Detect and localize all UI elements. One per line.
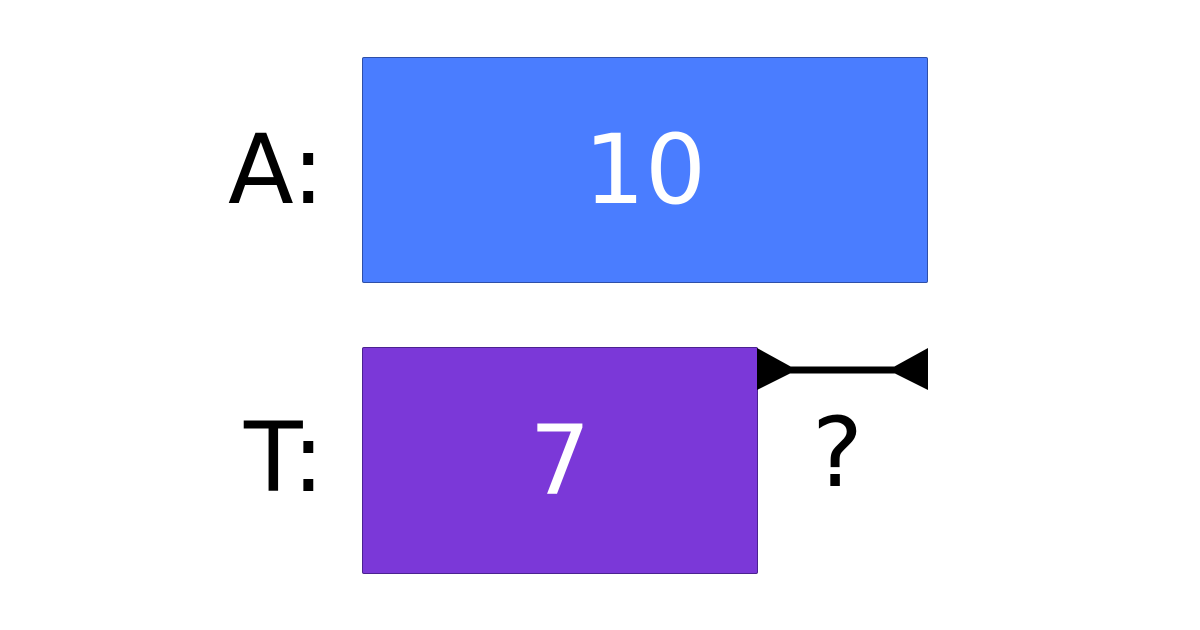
value-a: 10 bbox=[583, 114, 707, 226]
label-t: T: bbox=[244, 402, 325, 514]
box-a: 10 bbox=[362, 57, 928, 283]
unknown-difference: ? bbox=[812, 397, 863, 509]
value-t: 7 bbox=[529, 404, 591, 517]
difference-arrow-icon bbox=[757, 348, 928, 390]
label-a: A: bbox=[228, 114, 325, 226]
box-t: 7 bbox=[362, 347, 758, 574]
